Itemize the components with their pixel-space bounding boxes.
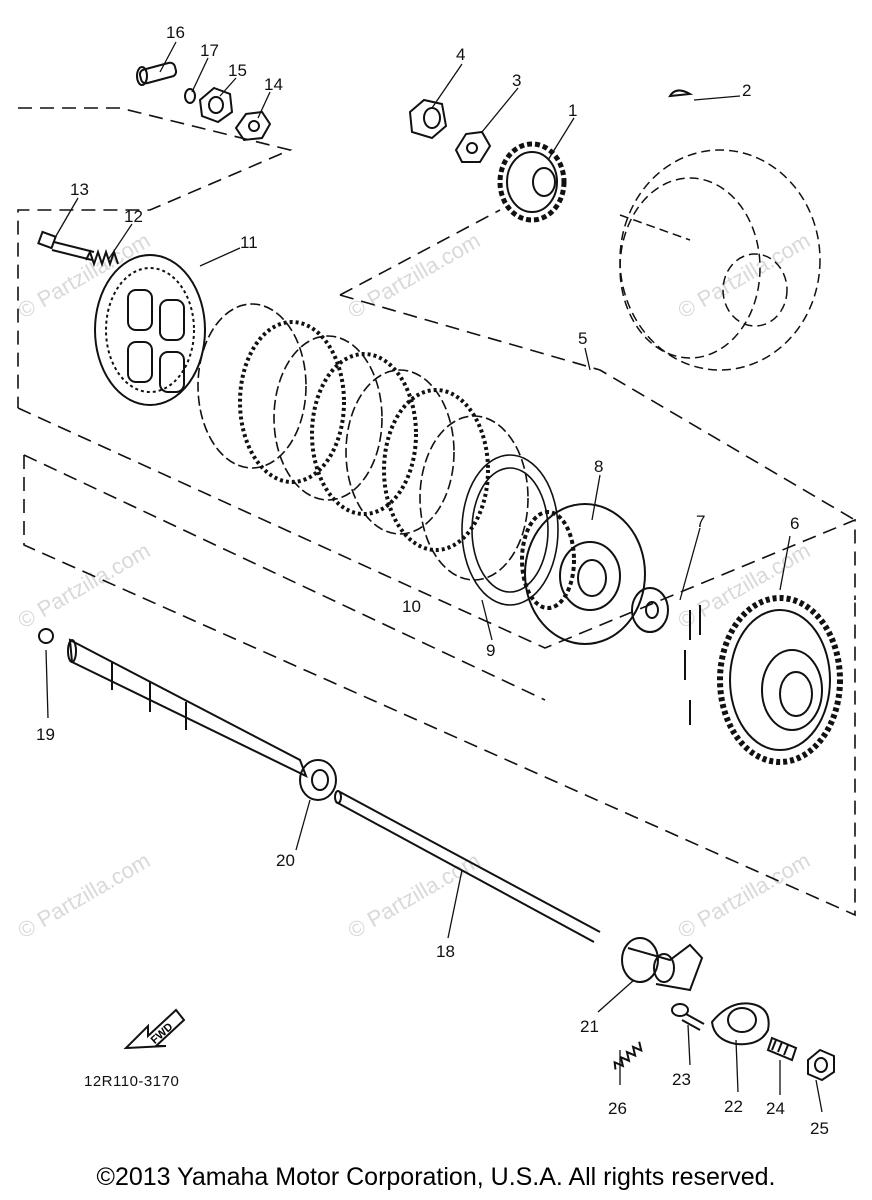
adjuster-24 bbox=[766, 1036, 798, 1062]
o-ring-17 bbox=[184, 88, 196, 104]
bearing-20 bbox=[299, 759, 337, 801]
washer-14 bbox=[234, 110, 272, 142]
callout-23: 23 bbox=[672, 1070, 691, 1089]
callout-13: 13 bbox=[70, 180, 89, 199]
clutch-boss-8 bbox=[520, 503, 646, 645]
fwd-label: FWD bbox=[149, 1021, 176, 1047]
callout-9: 9 bbox=[486, 641, 496, 660]
clutch-housing-5 bbox=[619, 149, 821, 371]
ball-19 bbox=[38, 628, 54, 644]
spring-12 bbox=[85, 248, 119, 268]
callout-20: 20 bbox=[276, 851, 295, 870]
cover-22 bbox=[710, 1002, 770, 1046]
callout-18: 18 bbox=[436, 942, 455, 961]
callout-7: 7 bbox=[696, 512, 706, 531]
callout-4: 4 bbox=[456, 45, 466, 64]
bolt-23 bbox=[671, 1003, 705, 1031]
bolt-13 bbox=[37, 230, 95, 261]
nut-4 bbox=[408, 98, 448, 140]
washer-3 bbox=[454, 130, 492, 163]
primary-driven-gear-6 bbox=[684, 595, 843, 765]
assembly-boundary bbox=[17, 107, 856, 917]
washer-7 bbox=[631, 587, 669, 633]
key-2 bbox=[668, 89, 694, 98]
callout-26: 26 bbox=[608, 1099, 627, 1118]
callout-2: 2 bbox=[742, 81, 752, 100]
pin-16 bbox=[136, 61, 178, 86]
fwd-arrow-icon bbox=[123, 1008, 186, 1050]
callout-11: 11 bbox=[240, 233, 258, 252]
callout-17: 17 bbox=[200, 41, 219, 60]
callout-3: 3 bbox=[512, 71, 522, 90]
callout-12: 12 bbox=[124, 207, 143, 226]
nut-15 bbox=[198, 86, 234, 124]
callout-21: 21 bbox=[580, 1017, 599, 1036]
copyright-notice: ©2013 Yamaha Motor Corporation, U.S.A. A… bbox=[96, 1163, 776, 1191]
callout-1: 1 bbox=[568, 101, 578, 120]
clutch-plates bbox=[197, 303, 559, 606]
callout-24: 24 bbox=[766, 1099, 785, 1118]
callout-6: 6 bbox=[790, 514, 800, 533]
leader-lines bbox=[45, 41, 823, 1113]
callout-15: 15 bbox=[228, 61, 247, 80]
callout-19: 19 bbox=[36, 725, 55, 744]
push-lever-21 bbox=[621, 937, 704, 992]
main-shaft bbox=[67, 638, 308, 778]
drawing-code: 12R110-3170 bbox=[84, 1073, 180, 1090]
callout-22: 22 bbox=[724, 1097, 743, 1116]
callout-14: 14 bbox=[264, 75, 283, 94]
callout-16: 16 bbox=[166, 23, 185, 42]
pressure-plate-11 bbox=[94, 254, 206, 406]
push-rod-18 bbox=[334, 790, 601, 943]
spring-26 bbox=[613, 1041, 643, 1070]
callout-25: 25 bbox=[810, 1119, 829, 1138]
gear-1 bbox=[497, 141, 567, 223]
callout-5: 5 bbox=[578, 329, 588, 348]
nut-25 bbox=[807, 1048, 835, 1082]
callout-8: 8 bbox=[594, 457, 604, 476]
callout-10: 10 bbox=[402, 597, 421, 616]
